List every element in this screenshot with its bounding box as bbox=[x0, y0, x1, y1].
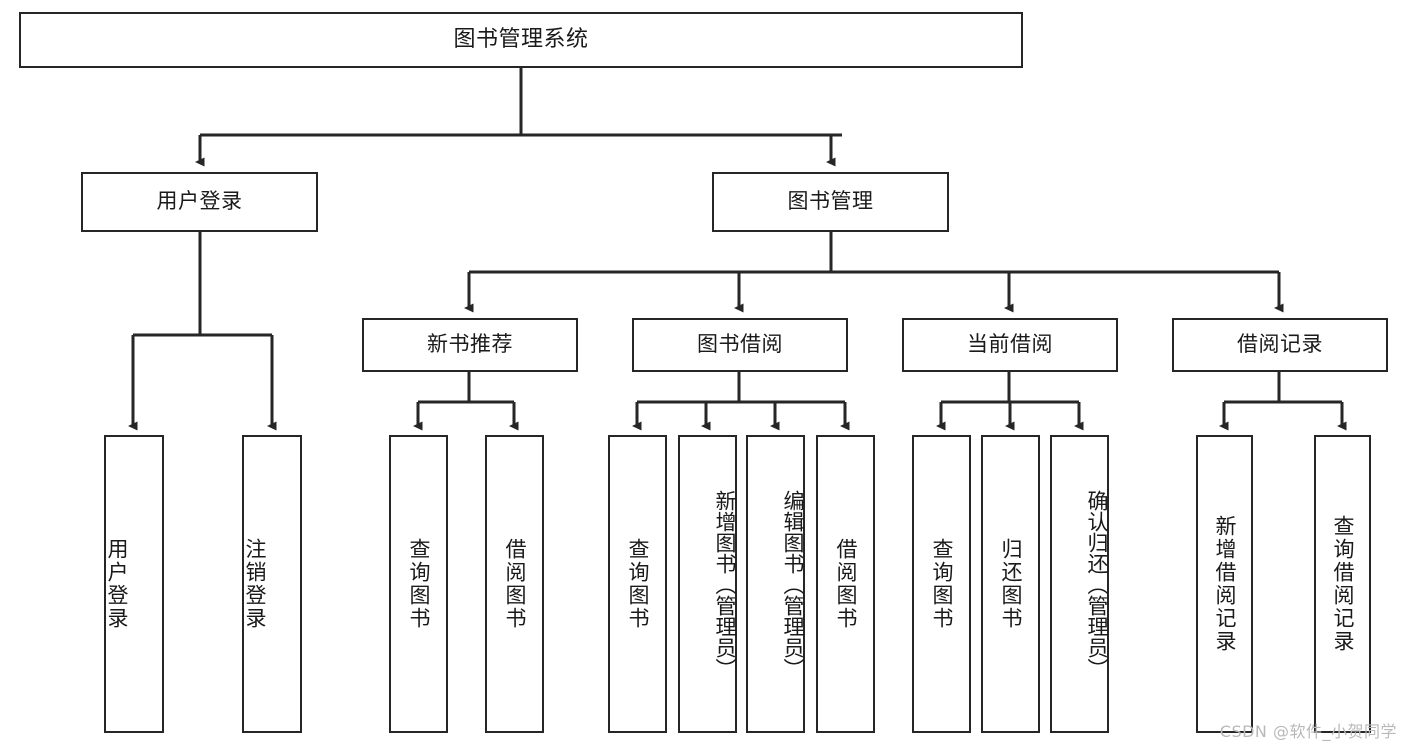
csdn-watermark: CSDN @软件_小贺同学 bbox=[1219, 722, 1397, 741]
node-leaf-logout-login[interactable]: 注销登录 bbox=[242, 435, 302, 733]
node-label: 编辑图书（管理员） bbox=[781, 489, 805, 679]
node-leaf-query-book-1[interactable]: 查询图书 bbox=[389, 435, 448, 733]
node-label: 用户登录 bbox=[105, 538, 129, 630]
node-label: 图书管理 bbox=[787, 189, 874, 214]
node-leaf-add-record[interactable]: 新增借阅记录 bbox=[1196, 435, 1253, 733]
node-label: 注销登录 bbox=[243, 538, 267, 630]
node-leaf-query-book-2[interactable]: 查询图书 bbox=[608, 435, 667, 733]
node-label: 用户登录 bbox=[156, 189, 243, 214]
node-current-borrow[interactable]: 当前借阅 bbox=[902, 318, 1118, 372]
node-leaf-confirm-return[interactable]: 确认归还（管理员） bbox=[1050, 435, 1109, 733]
node-label: 借阅图书 bbox=[834, 538, 858, 630]
node-leaf-query-record[interactable]: 查询借阅记录 bbox=[1314, 435, 1371, 733]
node-book-management[interactable]: 图书管理 bbox=[712, 172, 949, 232]
node-root-system[interactable]: 图书管理系统 bbox=[19, 12, 1023, 68]
node-label: 查询图书 bbox=[626, 538, 650, 630]
node-label: 确认归还（管理员） bbox=[1085, 489, 1109, 679]
node-label: 借阅图书 bbox=[503, 538, 527, 630]
node-user-login[interactable]: 用户登录 bbox=[81, 172, 318, 232]
node-label: 新增图书（管理员） bbox=[713, 489, 737, 679]
node-leaf-add-book[interactable]: 新增图书（管理员） bbox=[678, 435, 737, 733]
node-label: 图书借阅 bbox=[697, 332, 783, 357]
node-leaf-edit-book[interactable]: 编辑图书（管理员） bbox=[746, 435, 805, 733]
node-label: 查询图书 bbox=[930, 538, 954, 630]
node-new-book-recommend[interactable]: 新书推荐 bbox=[362, 318, 578, 372]
node-leaf-borrow-book-1[interactable]: 借阅图书 bbox=[485, 435, 544, 733]
node-label: 新书推荐 bbox=[427, 332, 513, 357]
node-label: 图书管理系统 bbox=[453, 26, 589, 52]
node-label: 归还图书 bbox=[999, 538, 1023, 630]
node-leaf-borrow-book-2[interactable]: 借阅图书 bbox=[816, 435, 875, 733]
node-label: 借阅记录 bbox=[1237, 332, 1323, 357]
node-label: 当前借阅 bbox=[967, 332, 1053, 357]
node-label: 查询借阅记录 bbox=[1331, 515, 1355, 653]
node-leaf-user-login[interactable]: 用户登录 bbox=[104, 435, 164, 733]
node-leaf-return-book[interactable]: 归还图书 bbox=[981, 435, 1040, 733]
node-label: 新增借阅记录 bbox=[1213, 515, 1237, 653]
node-borrow-record[interactable]: 借阅记录 bbox=[1172, 318, 1388, 372]
node-leaf-query-book-3[interactable]: 查询图书 bbox=[912, 435, 971, 733]
node-book-borrow[interactable]: 图书借阅 bbox=[632, 318, 848, 372]
node-label: 查询图书 bbox=[407, 538, 431, 630]
